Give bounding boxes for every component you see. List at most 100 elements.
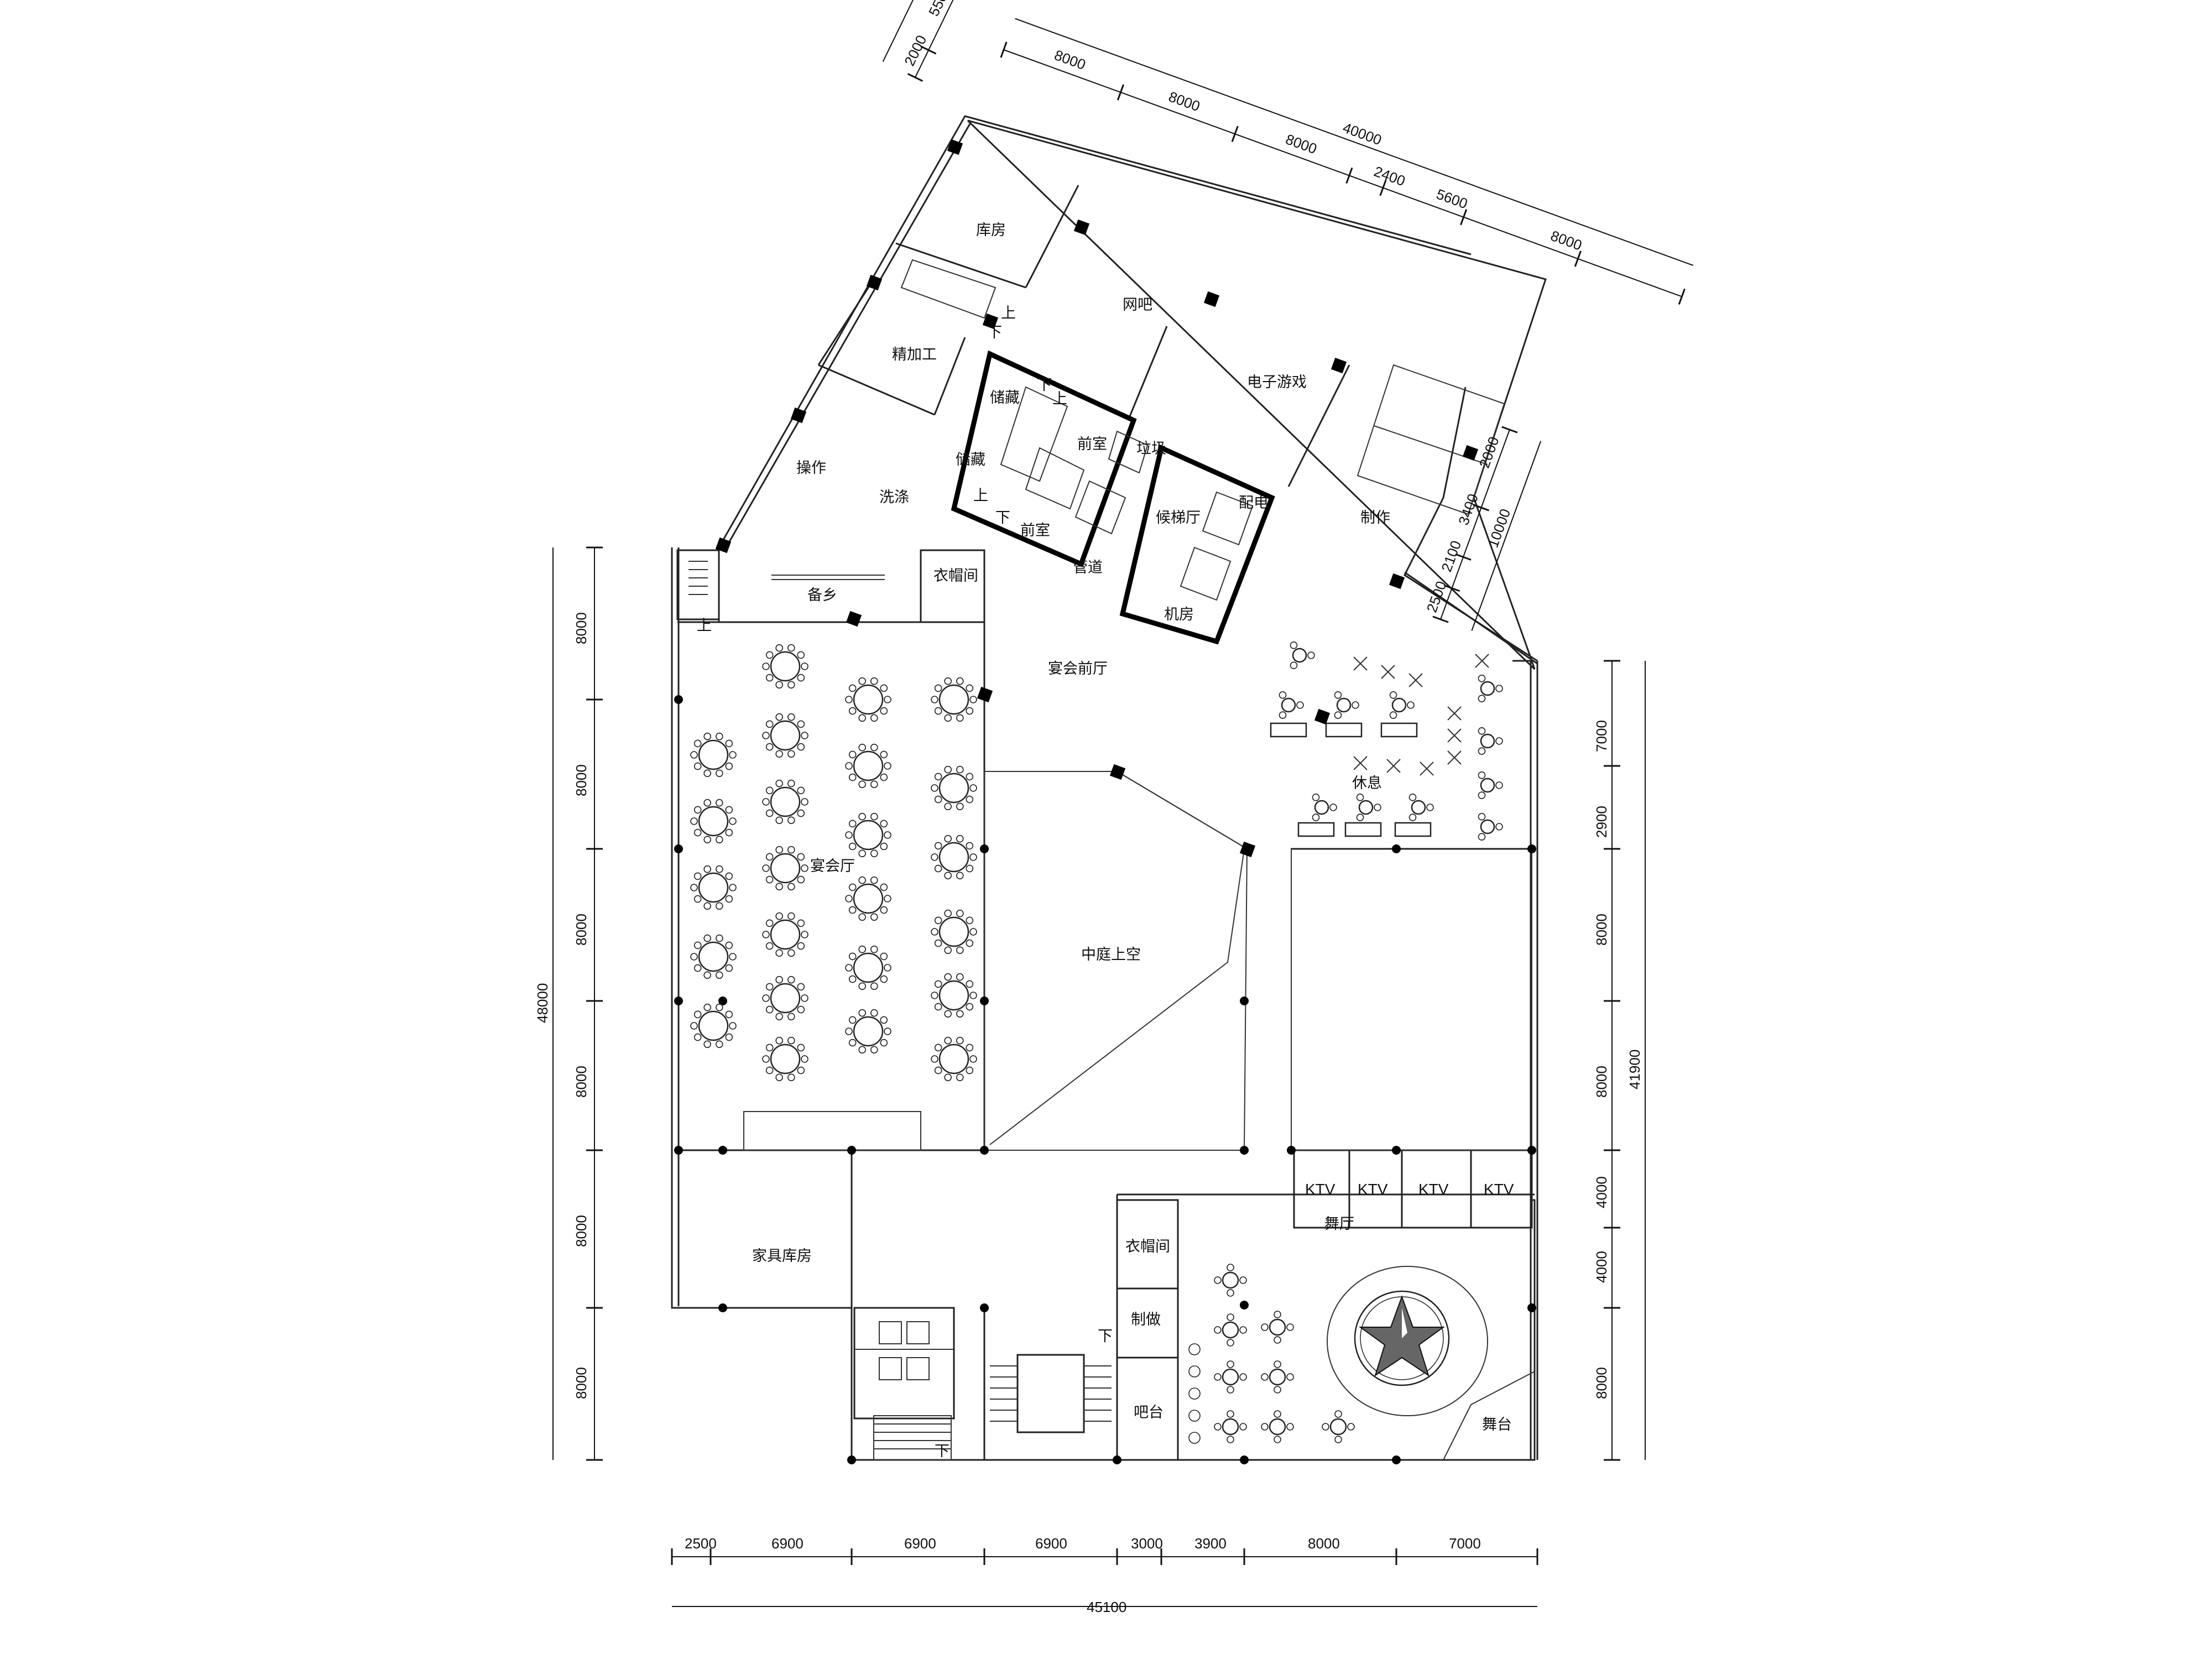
round-table [845, 1009, 891, 1054]
stair-down-mark: 下 [1037, 377, 1052, 394]
label-banquet-lobby: 宴会前厅 [1048, 660, 1108, 677]
label-bar-counter: 吧台 [1134, 1404, 1164, 1421]
label-production: 制作 [1360, 509, 1390, 526]
small-table [1214, 1410, 1247, 1443]
round-table [762, 779, 808, 825]
dimension-top: 8000 8000 8000 2400 5600 8000 40000 [1000, 18, 1694, 305]
label-lounge: 休息 [1352, 775, 1382, 792]
small-table [1261, 1410, 1294, 1443]
round-table [845, 876, 891, 921]
label-atrium: 中庭上空 [1081, 946, 1141, 963]
stair-up-mark: 上 [1052, 390, 1067, 408]
round-table [845, 945, 891, 990]
lounge-chair [1353, 756, 1368, 770]
round-table [690, 865, 737, 910]
lounge-table [1312, 794, 1337, 821]
lounge-table [1356, 794, 1381, 821]
stair-up-mark: 上 [973, 487, 988, 504]
round-table [690, 799, 737, 844]
label-storage: 库房 [976, 222, 1006, 239]
label-processing: 精加工 [892, 346, 937, 363]
dim-upper-left-0: 2000 [901, 33, 930, 69]
dance-floor-star [1354, 1290, 1450, 1386]
lounge-chair [1475, 654, 1489, 668]
label-cloakroom-1: 衣帽间 [933, 567, 978, 585]
dimension-left: 8000 8000 8000 8000 8000 8000 48000 [534, 546, 603, 1461]
dim-bottom-total: 45100 [1087, 1599, 1126, 1615]
dim-bottom-3: 6900 [1035, 1535, 1067, 1552]
round-table [845, 743, 891, 789]
dim-upper-left-1: 5500 [925, 0, 954, 19]
lounge-table [1389, 691, 1415, 719]
round-table [690, 934, 737, 979]
round-table [762, 912, 808, 957]
lounge-chair [1381, 665, 1395, 679]
dim-left-0: 8000 [573, 612, 589, 644]
label-prep: 备乡 [807, 587, 837, 604]
sofa [1394, 822, 1432, 837]
sofa [1325, 722, 1363, 738]
label-operation: 操作 [796, 460, 826, 477]
lounge-table [1478, 727, 1503, 755]
bar-stool [1188, 1365, 1201, 1378]
dance-hall-tables [1188, 1264, 1355, 1444]
dim-right-6: 8000 [1593, 1367, 1610, 1399]
label-ktv-4: KTV [1484, 1181, 1514, 1198]
sofa [1344, 822, 1382, 837]
lounge-chair [1420, 761, 1434, 776]
label-ktv-1: KTV [1305, 1181, 1335, 1198]
stair-up-mark: 上 [1001, 305, 1016, 322]
label-storage-a: 储藏 [990, 389, 1020, 406]
small-table [1214, 1313, 1247, 1347]
round-table [762, 975, 808, 1021]
bar-stool [1188, 1343, 1201, 1355]
round-table [690, 732, 737, 778]
dim-left-1: 8000 [573, 764, 589, 796]
lounge-chair [1353, 656, 1368, 671]
dim-left-2: 8000 [573, 914, 589, 946]
round-table [931, 834, 977, 880]
label-arcade: 电子游戏 [1247, 374, 1307, 391]
lounge-chair [1447, 750, 1462, 765]
dim-left-total: 48000 [534, 983, 551, 1023]
dim-left-5: 8000 [573, 1367, 589, 1399]
column-dots [674, 695, 1536, 1464]
round-table [931, 677, 977, 722]
lounge-table [1478, 675, 1503, 702]
stair-down-mark: 下 [935, 1443, 950, 1460]
round-table [931, 765, 977, 811]
label-elevator-hall: 候梯厅 [1156, 509, 1201, 526]
label-storage-b: 储藏 [956, 451, 985, 468]
dim-right-0: 7000 [1593, 720, 1610, 752]
label-washing: 洗涤 [879, 489, 909, 506]
label-bar-prep: 制做 [1131, 1311, 1161, 1328]
dim-bottom-6: 8000 [1308, 1535, 1340, 1552]
round-table [690, 1003, 737, 1048]
round-table [931, 909, 977, 954]
sofa [1297, 822, 1335, 837]
dim-bottom-7: 7000 [1449, 1535, 1481, 1552]
banquet-tables [690, 644, 977, 1082]
label-banquet-hall: 宴会厅 [810, 858, 855, 875]
label-cloakroom-2: 衣帽间 [1125, 1238, 1170, 1255]
sofa [1270, 722, 1307, 738]
dim-bottom-4: 3000 [1131, 1535, 1163, 1552]
lounge-table [1334, 691, 1359, 719]
label-power: 配电 [1239, 494, 1269, 512]
sofa [1380, 722, 1418, 738]
lounge-table [1290, 641, 1315, 669]
round-table [931, 973, 977, 1018]
dim-right-3: 8000 [1593, 1066, 1610, 1098]
round-table [762, 713, 808, 758]
dimension-upper-left: 2000 5500 2500 8000 8000 26000 [882, 0, 1127, 82]
outer-walls [671, 115, 1547, 1461]
lounge-chair [1386, 759, 1401, 773]
stair-down-mark: 下 [987, 324, 1002, 341]
lounge-chair [1447, 706, 1462, 721]
dimension-right: 7000 2900 8000 8000 4000 4000 8000 41900 [1593, 660, 1646, 1461]
dim-right-5: 4000 [1593, 1251, 1610, 1283]
bar-stool [1188, 1432, 1201, 1444]
stair-down-mark: 下 [1098, 1328, 1113, 1345]
lounge-furniture [1270, 641, 1503, 841]
dimension-upper-right: 2000 3400 2100 2500 10000 [1423, 426, 1542, 631]
